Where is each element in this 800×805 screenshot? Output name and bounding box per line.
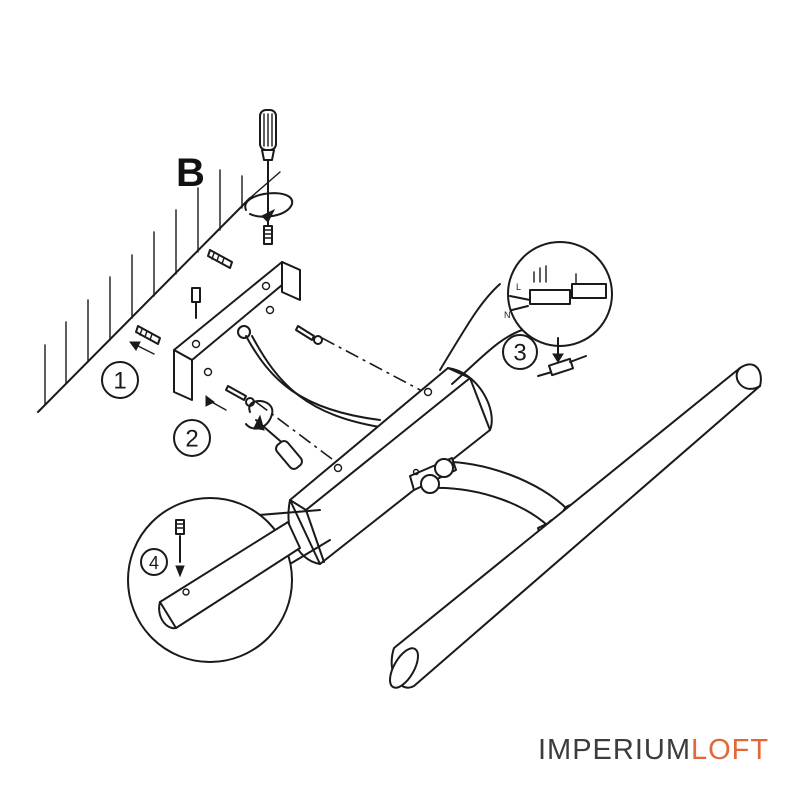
screw-icon (263, 225, 273, 245)
wall-plug-icon (207, 249, 233, 269)
wire-connector-icon (537, 355, 587, 377)
power-cable (251, 335, 387, 429)
step-4-marker: 4 (140, 548, 168, 576)
screw-icon (175, 519, 185, 578)
arrow-head (205, 395, 215, 407)
wire-mark: N (504, 310, 511, 320)
screw-icon (191, 287, 201, 319)
alignment-line (255, 401, 337, 463)
wire-mark: L (516, 282, 521, 292)
lamp-arm (429, 486, 553, 531)
step-3-marker: 3 (502, 334, 538, 370)
end-screw-detail-callout (127, 497, 331, 663)
screw-icon (225, 385, 255, 407)
power-cable (245, 335, 381, 421)
arm-clamp-left (409, 457, 457, 494)
arrow-head (552, 353, 564, 363)
svg-text:3: 3 (513, 340, 526, 367)
brand-watermark: IMPERIUMLOFT (538, 735, 769, 765)
brand-part-1: IMPERIUM (538, 734, 691, 766)
step-1-marker: 1 (101, 361, 139, 399)
mounting-bracket (173, 261, 301, 401)
brand-part-2: LOFT (691, 734, 770, 766)
wire-connector-icon: L N (504, 265, 607, 320)
svg-text:1: 1 (113, 368, 126, 395)
screwdriver-icon (259, 109, 277, 201)
light-tube (389, 363, 762, 689)
arrow-head (129, 341, 141, 351)
lamp-housing (287, 367, 493, 565)
svg-text:2: 2 (185, 426, 198, 453)
wall-hatching (37, 169, 281, 413)
lamp-arm (439, 460, 571, 513)
wall-plug-icon (135, 325, 161, 345)
screwdriver-icon (255, 419, 303, 470)
alignment-line (321, 337, 425, 393)
svg-text:4: 4 (149, 553, 159, 573)
step-2-marker: 2 (173, 419, 211, 457)
screw-icon (295, 325, 323, 345)
section-label-b: B (176, 151, 205, 195)
wiring-detail-callout: L N (439, 241, 613, 385)
